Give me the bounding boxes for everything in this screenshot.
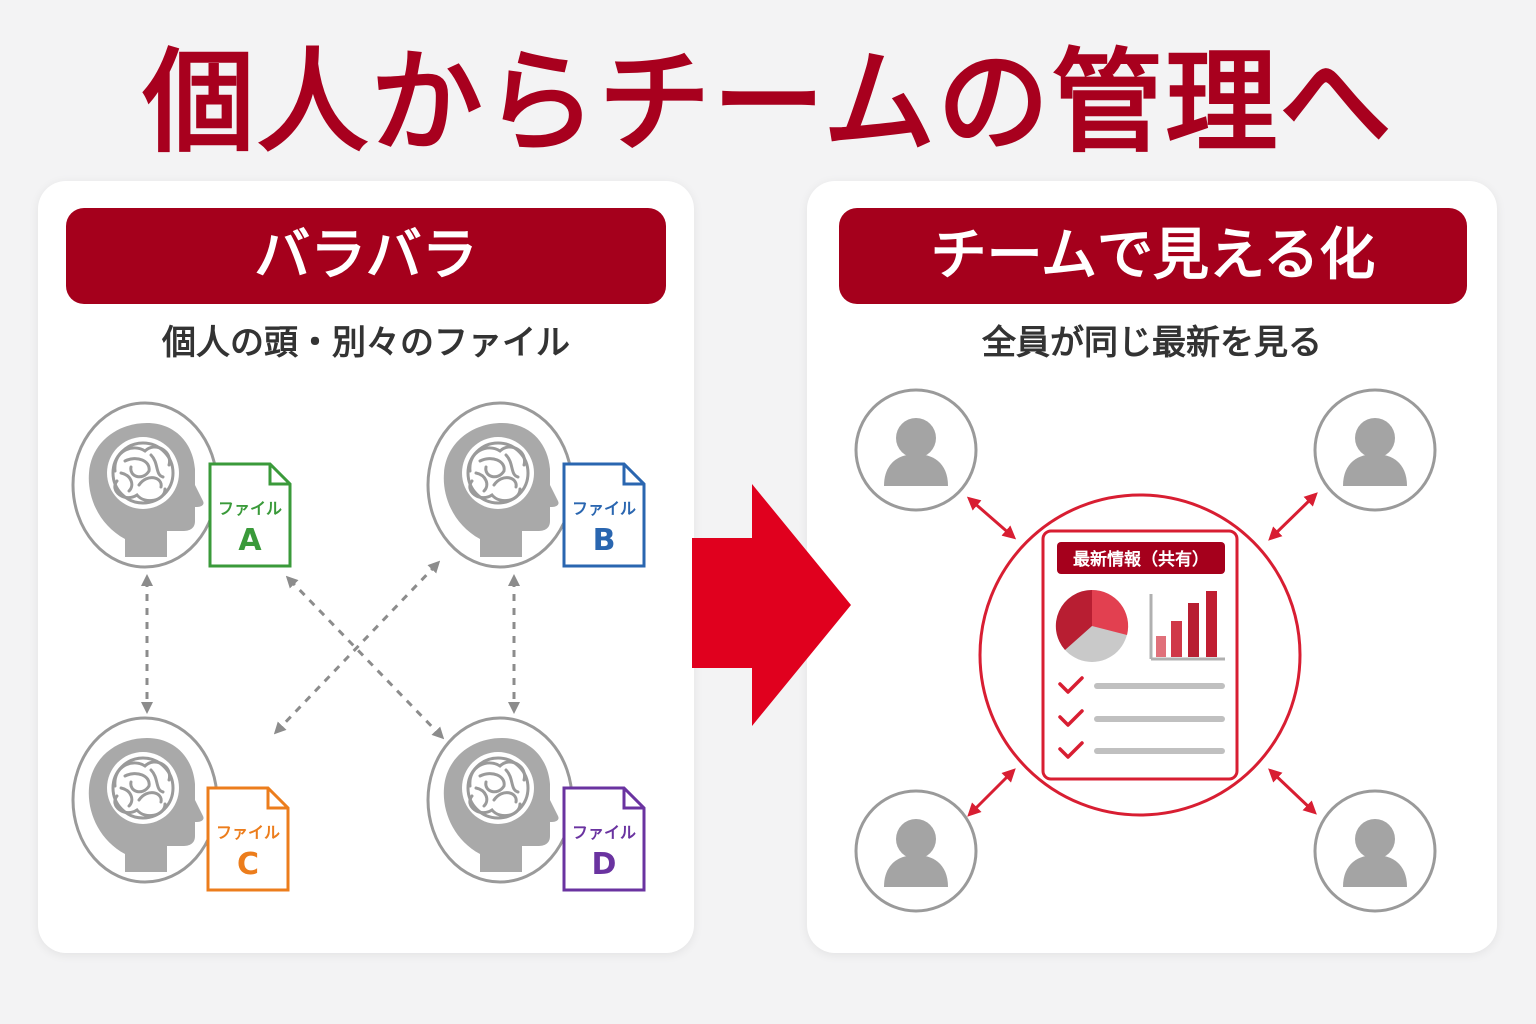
- subtitle-scattered: 個人の頭・別々のファイル: [162, 323, 570, 363]
- file-d-icon: ファイル D: [562, 786, 646, 892]
- team-member-2: [1313, 388, 1437, 512]
- sync-arrows: [966, 492, 1318, 817]
- file-c-letter: C: [237, 847, 259, 882]
- transition-arrow: [692, 484, 851, 726]
- file-a-icon: ファイル A: [208, 462, 292, 568]
- file-c-label: ファイル: [216, 823, 280, 842]
- team-member-3: [854, 789, 978, 913]
- person-a-head: [71, 401, 219, 569]
- file-a-letter: A: [238, 523, 262, 558]
- file-d-label: ファイル: [572, 823, 636, 842]
- pie-chart-icon: [1055, 589, 1129, 662]
- file-b-label: ファイル: [572, 499, 636, 518]
- person-b-head: [426, 401, 574, 569]
- file-d-letter: D: [592, 847, 617, 882]
- checklist-icon: [1058, 676, 1225, 759]
- bar-chart-icon: [1149, 591, 1225, 661]
- dashed-connectors: [141, 560, 520, 740]
- shared-document: 最新情報（共有）: [1041, 529, 1239, 781]
- team-member-4: [1313, 789, 1437, 913]
- person-d-head: [426, 716, 574, 884]
- team-member-1: [854, 388, 978, 512]
- page-title: 個人からチームの管理へ: [142, 38, 1394, 168]
- person-c-head: [71, 716, 219, 884]
- banner-scattered: バラバラ: [66, 208, 666, 304]
- banner-team: チームで見える化: [839, 208, 1467, 304]
- doc-header-label: 最新情報（共有）: [1073, 549, 1209, 570]
- file-b-icon: ファイル B: [562, 462, 646, 568]
- file-c-icon: ファイル C: [206, 786, 290, 892]
- subtitle-team: 全員が同じ最新を見る: [982, 323, 1322, 363]
- file-a-label: ファイル: [218, 499, 282, 518]
- file-b-letter: B: [593, 523, 616, 558]
